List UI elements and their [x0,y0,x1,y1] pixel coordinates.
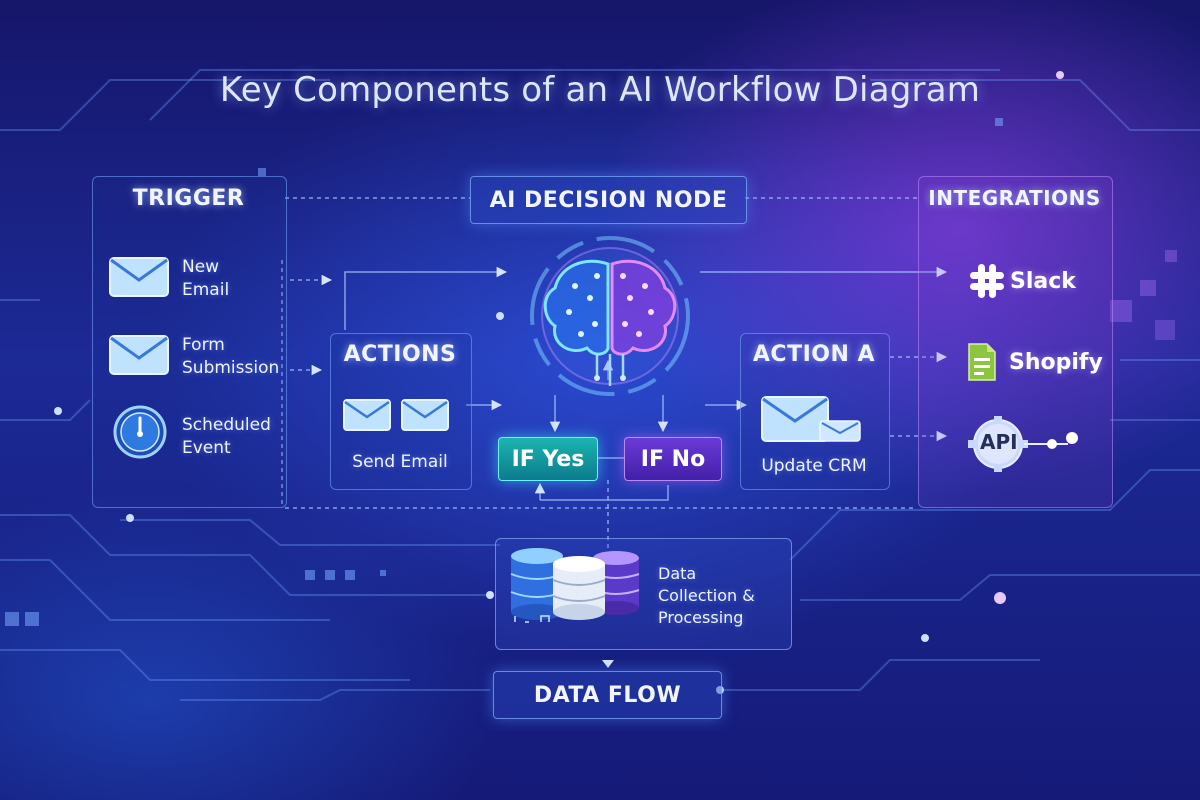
ai-decision-node-header: AI DECISION NODE [470,176,747,224]
trigger-item-label: Scheduled Event [182,415,271,458]
send-email-label: Send Email [352,452,448,472]
if-yes-branch[interactable]: IF Yes [498,437,598,481]
integrations-header: INTEGRATIONS [928,186,1101,210]
database-icon [510,548,640,623]
actions-header: ACTIONS [343,342,457,367]
integration-label: Shopify [1009,349,1103,375]
action-a-header: ACTION A [752,342,876,367]
envelope-check-icon [761,396,861,442]
brain-icon [530,236,690,396]
envelope-icon [109,335,169,375]
api-gear-icon [968,416,1078,472]
integration-slack[interactable]: Slack [968,262,1076,300]
integration-shopify[interactable]: Shopify [963,340,1103,384]
integration-label: API [980,430,1018,454]
data-collection-label: Data Collection & Processing [658,564,755,627]
if-no-branch[interactable]: IF No [624,437,722,481]
envelope-icon [343,399,391,431]
envelope-icon [109,257,169,297]
integration-label: Slack [1010,268,1076,294]
data-flow-header: DATA FLOW [493,671,722,719]
trigger-header: TRIGGER [132,186,245,211]
slack-icon [970,264,1004,298]
envelope-icon [401,399,449,431]
page-title: Key Components of an AI Workflow Diagram [219,70,981,110]
trigger-item-label: Form Submission [182,335,280,378]
trigger-item-label: New Email [182,257,230,300]
shopify-icon [968,343,996,381]
update-crm-label: Update CRM [761,456,867,476]
clock-icon [113,405,167,459]
integration-api[interactable]: API [968,416,1088,472]
